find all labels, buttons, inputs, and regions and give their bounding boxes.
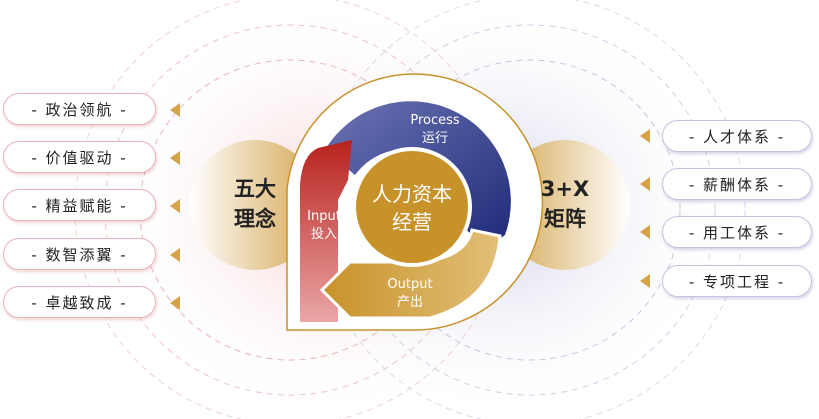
process-label-en: Process (410, 113, 460, 128)
arrow-left-icon (640, 225, 650, 239)
arrow-left-icon (170, 248, 180, 262)
input-label-cn: 投入 (310, 227, 337, 242)
input-label-en: Input (307, 209, 341, 224)
center-title-2: 经营 (392, 210, 432, 234)
left-item-0: - 政治领航 - (3, 93, 156, 125)
output-label-en: Output (387, 277, 433, 292)
arrow-left-icon (170, 103, 180, 117)
left-title-2: 理念 (234, 207, 276, 231)
left-title-1: 五大 (234, 177, 276, 201)
arrow-left-icon (170, 151, 180, 165)
process-label-cn: 运行 (421, 131, 448, 146)
left-item-3: - 数智添翼 - (3, 238, 156, 270)
right-item-3: - 专项工程 - (662, 265, 812, 297)
right-item-2: - 用工体系 - (662, 216, 812, 248)
arrow-left-icon (640, 274, 650, 288)
output-arrow (319, 228, 502, 320)
arrow-left-icon (170, 296, 180, 310)
arrow-left-icon (170, 199, 180, 213)
input-arrow (300, 140, 352, 322)
left-item-1: - 价值驱动 - (3, 141, 156, 173)
right-title-1: 3+X (540, 177, 590, 201)
left-item-4: - 卓越致成 - (3, 286, 156, 318)
right-item-0: - 人才体系 - (662, 120, 812, 152)
center-core (352, 147, 472, 267)
right-item-1: - 薪酬体系 - (662, 168, 812, 200)
center-title-1: 人力资本 (372, 182, 452, 206)
left-item-2: - 精益赋能 - (3, 189, 156, 221)
arrow-left-icon (640, 177, 650, 191)
right-title-2: 矩阵 (544, 207, 586, 231)
arrow-left-icon (640, 129, 650, 143)
process-arrow (325, 101, 511, 251)
output-label-cn: 产出 (396, 295, 423, 310)
